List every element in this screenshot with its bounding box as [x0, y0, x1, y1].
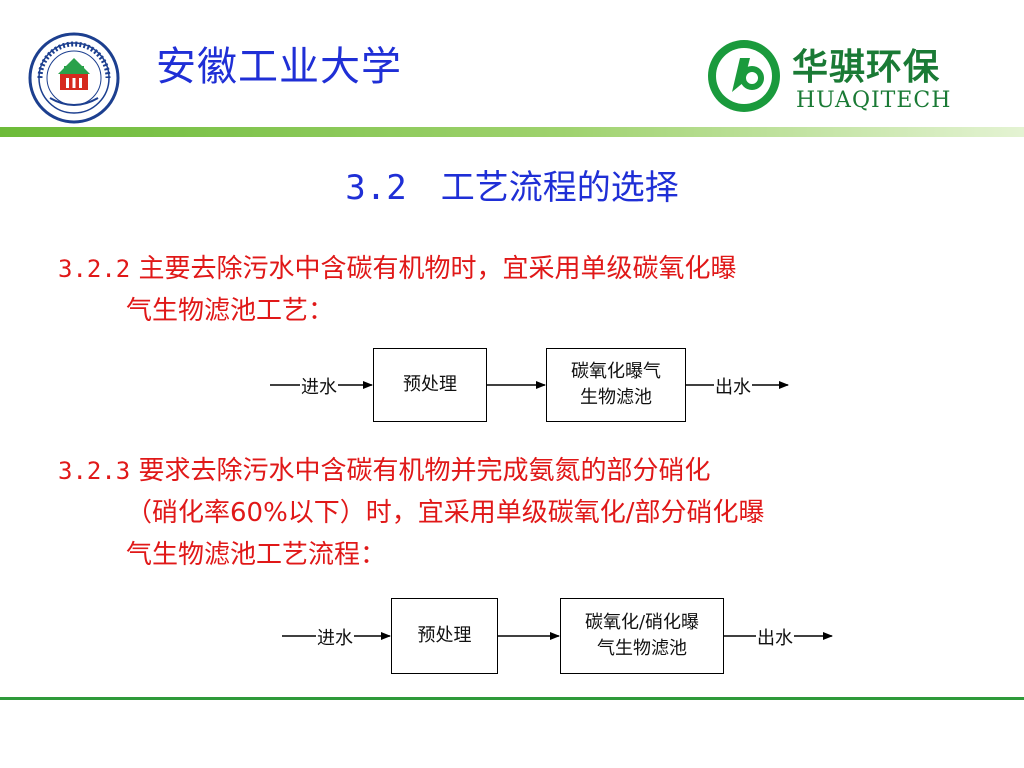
university-seal-icon — [28, 32, 120, 124]
d2-biofilter-label2: 气生物滤池 — [596, 638, 687, 659]
section1-line1: 3.2.2 主要去除污水中含碳有机物时，宜采用单级碳氧化曝 — [58, 250, 737, 288]
d1-outlet-label: 出水 — [714, 373, 752, 399]
section2-line2: （硝化率60%以下）时，宜采用单级碳氧化/部分硝化曝 — [126, 498, 765, 528]
section1-line2: 气生物滤池工艺： — [126, 296, 335, 326]
huaqi-logo-icon — [708, 40, 780, 112]
d1-biofilter-label2: 生物滤池 — [580, 387, 652, 408]
d1-pretreatment-box: 预处理 — [373, 348, 487, 422]
d2-outlet-label: 出水 — [756, 624, 794, 650]
d2-pretreatment-label: 预处理 — [417, 625, 472, 646]
d1-biofilter-box: 碳氧化曝气 生物滤池 — [546, 348, 686, 422]
section2-line3: 气生物滤池工艺流程： — [126, 540, 387, 570]
section1-number: 3.2.2 — [58, 255, 131, 283]
d1-pretreatment-label: 预处理 — [403, 374, 457, 395]
slide-title: 3.2 工艺流程的选择 — [0, 160, 1024, 209]
header-divider — [0, 127, 1024, 137]
footer-divider — [0, 697, 1024, 700]
section1-text1: 主要去除污水中含碳有机物时，宜采用单级碳氧化曝 — [138, 254, 737, 284]
section2-text1: 要求去除污水中含碳有机物并完成氨氮的部分硝化 — [138, 456, 711, 486]
slide-title-number: 3.2 — [345, 168, 407, 208]
d2-pretreatment-box: 预处理 — [391, 598, 498, 674]
section2-line1: 3.2.3 要求去除污水中含碳有机物并完成氨氮的部分硝化 — [58, 452, 711, 490]
d2-biofilter-label1: 碳氧化/硝化曝 — [584, 612, 700, 633]
slide-title-text: 工艺流程的选择 — [440, 168, 679, 208]
d1-biofilter-label1: 碳氧化曝气 — [571, 361, 661, 382]
company-name-cn: 华骐环保 — [792, 47, 941, 88]
d1-inlet-label: 进水 — [300, 373, 338, 399]
university-name: 安徽工业大学 — [156, 44, 402, 90]
d2-inlet-label: 进水 — [316, 624, 354, 650]
section2-number: 3.2.3 — [58, 457, 131, 485]
d2-biofilter-box: 碳氧化/硝化曝 气生物滤池 — [560, 598, 724, 674]
company-name-en: HUAQITECH — [796, 88, 952, 113]
